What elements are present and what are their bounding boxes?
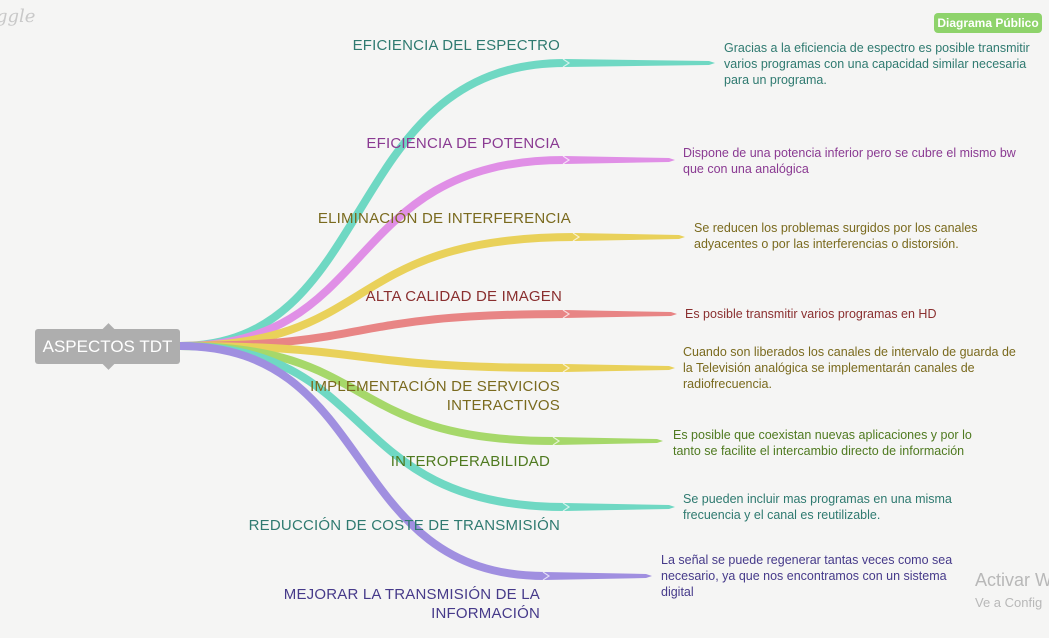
- branch-curve: [176, 59, 569, 350]
- root-node[interactable]: ASPECTOS TDT: [35, 323, 180, 370]
- branch-joint: [542, 571, 551, 581]
- branch-curve: [176, 342, 549, 580]
- branch-arrow: [575, 233, 685, 241]
- branch-label-interoperabilidad[interactable]: INTEROPERABILIDAD: [390, 453, 550, 470]
- branch-arrow: [565, 503, 675, 511]
- desc-espectro[interactable]: Gracias a la eficiencia de espectro es p…: [724, 41, 1030, 87]
- branch-arrow: [565, 364, 675, 372]
- branch-arrow: [565, 156, 675, 164]
- branch-joint: [562, 363, 571, 373]
- desc-potencia[interactable]: Dispone de una potencia inferior pero se…: [683, 146, 1016, 176]
- branch-label-potencia[interactable]: EFICIENCIA DE POTENCIA: [366, 135, 560, 152]
- desc-interoperabilidad[interactable]: Es posible que coexistan nuevas aplicaci…: [673, 428, 972, 458]
- branch-label-interactivos[interactable]: IMPLEMENTACIÓN DE SERVICIOS INTERACTIVOS: [310, 378, 560, 414]
- branch-arrow: [565, 59, 715, 67]
- branch-joint: [552, 436, 561, 446]
- branch-label-espectro[interactable]: EFICIENCIA DEL ESPECTRO: [352, 37, 560, 54]
- watermark-line2: Ve a Config: [975, 595, 1043, 610]
- windows-activation-watermark: Activar W Ve a Config: [975, 570, 1049, 610]
- branch-arrow: [555, 437, 663, 445]
- branch-curve: [176, 233, 579, 350]
- watermark-line1: Activar W: [975, 570, 1049, 590]
- public-diagram-badge[interactable]: Diagrama Público: [934, 13, 1042, 33]
- branch-joint: [562, 155, 571, 165]
- logo: ggle: [0, 6, 36, 27]
- branch-joint: [572, 232, 581, 242]
- branch-joint: [562, 309, 571, 319]
- desc-interferencia[interactable]: Se reducen los problemas surgidos por lo…: [694, 221, 978, 251]
- branch-joint: [562, 58, 571, 68]
- branch-label-interferencia[interactable]: ELIMINACIÓN DE INTERFERENCIA: [317, 210, 571, 227]
- branch-label-coste[interactable]: REDUCCIÓN DE COSTE DE TRANSMISIÓN: [248, 517, 560, 534]
- desc-coste[interactable]: Se pueden incluir mas programas en una m…: [683, 492, 952, 522]
- root-label: ASPECTOS TDT: [42, 337, 173, 356]
- branch-arrow: [545, 572, 652, 580]
- branch-label-transmision[interactable]: MEJORAR LA TRANSMISIÓN DE LA INFORMACIÓN: [283, 586, 540, 622]
- desc-calidad[interactable]: Es posible transmitir varios programas e…: [685, 307, 937, 321]
- branch-arrow: [565, 310, 677, 318]
- branch-curve: [176, 156, 569, 350]
- desc-interactivos[interactable]: Cuando son liberados los canales de inte…: [683, 345, 1016, 391]
- branch-label-calidad[interactable]: ALTA CALIDAD DE IMAGEN: [365, 288, 562, 305]
- branch-joint: [562, 502, 571, 512]
- branch-curve: [176, 310, 569, 350]
- desc-transmision[interactable]: La señal se puede regenerar tantas veces…: [661, 553, 953, 599]
